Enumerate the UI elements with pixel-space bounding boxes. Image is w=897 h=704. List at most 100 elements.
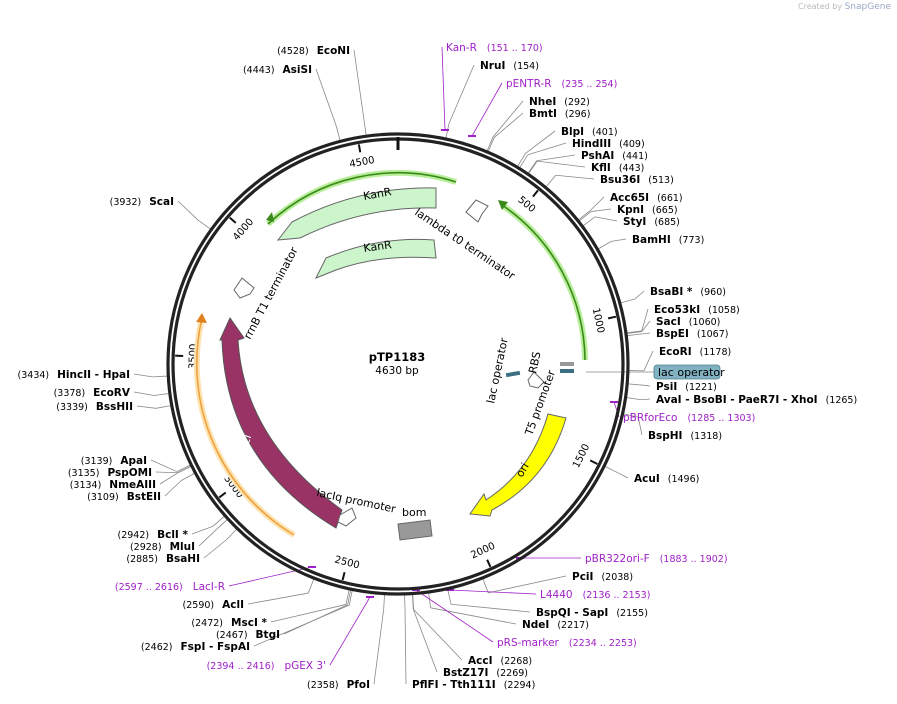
enzyme-label[interactable]: (2885)BsaHI: [126, 553, 200, 565]
primer-label[interactable]: pRS-marker(2234 .. 2253): [497, 637, 637, 649]
enzyme-label[interactable]: NheI(292): [529, 96, 590, 108]
enzyme-label[interactable]: (2467)BtgI: [216, 629, 280, 641]
primer-label[interactable]: Kan-R(151 .. 170): [446, 42, 543, 54]
enzyme-label[interactable]: AvaI - BsoBI - PaeR7I - XhoI(1265): [656, 394, 857, 406]
enzyme-leader-line: [412, 609, 438, 673]
tick-mark: [486, 559, 492, 568]
tick-mark: [532, 189, 539, 198]
enzyme-name: BsaHI: [166, 553, 200, 565]
enzyme-label[interactable]: HindIII(409): [572, 138, 645, 150]
enzyme-label[interactable]: BstZ17I(2269): [443, 667, 528, 679]
enzyme-tick: [623, 413, 639, 418]
enzyme-tick: [383, 594, 385, 610]
enzyme-label[interactable]: PshAI(441): [581, 150, 648, 162]
enzyme-position: (960): [700, 287, 726, 298]
enzyme-label[interactable]: AccI(2268): [468, 655, 532, 667]
enzyme-label[interactable]: (3134)NmeAIII: [70, 479, 156, 491]
enzyme-label[interactable]: (4528)EcoNI: [277, 45, 350, 57]
primer-label[interactable]: L4440(2136 .. 2153): [540, 589, 650, 601]
primer-position: (235 .. 254): [562, 79, 618, 90]
lambda-t0-terminator-shape: [465, 199, 489, 223]
enzyme-label[interactable]: (3378)EcoRV: [54, 387, 131, 399]
enzyme-leader-line: [177, 200, 199, 221]
enzyme-label[interactable]: (3339)BssHII: [56, 401, 133, 413]
enzyme-position: (1178): [700, 347, 732, 358]
watermark-text: Created by: [798, 2, 843, 11]
enzyme-label[interactable]: (2462)FspI - FspAI: [141, 641, 250, 653]
enzyme-label[interactable]: (3932)ScaI: [110, 196, 174, 208]
enzyme-label[interactable]: NruI(154): [480, 60, 539, 72]
enzyme-label[interactable]: BspQI - SapI(2155): [536, 607, 648, 619]
primer-name: L4440: [540, 589, 573, 601]
kanr-inner-arrow: [314, 238, 437, 279]
tick-label: 2000: [469, 541, 497, 562]
enzyme-name: MluI: [170, 541, 195, 553]
enzyme-label[interactable]: (3109)BstEII: [87, 491, 161, 503]
enzyme-label[interactable]: BmtI(296): [529, 108, 590, 120]
enzyme-leader-line: [493, 112, 524, 138]
enzyme-label[interactable]: (2358)PfoI: [307, 679, 370, 691]
enzyme-label[interactable]: Acc65I(661): [610, 192, 683, 204]
enzyme-label[interactable]: Eco53kI(1058): [654, 304, 740, 316]
primer-label[interactable]: pBRforEco(1285 .. 1303): [623, 412, 755, 424]
plasmid-length: 4630 bp: [375, 365, 419, 377]
enzyme-label[interactable]: (2942)BclI *: [118, 529, 189, 541]
enzyme-label[interactable]: BlpI (401): [561, 126, 618, 138]
primer-label[interactable]: pBR322ori-F(1883 .. 1902): [585, 553, 728, 565]
enzyme-label[interactable]: NdeI(2217): [522, 619, 589, 631]
enzyme-position: (4528): [277, 46, 309, 57]
enzyme-label[interactable]: (2590)AclI: [183, 599, 244, 611]
enzyme-label[interactable]: StyI(685): [623, 216, 680, 228]
enzyme-label[interactable]: BsaBI *(960): [650, 286, 726, 298]
enzyme-tick: [307, 578, 315, 594]
enzyme-name: BlpI: [561, 126, 584, 138]
enzyme-tick: [627, 333, 643, 337]
enzyme-leader-line: [198, 529, 217, 547]
enzyme-leader-line: [611, 238, 627, 242]
kanr-highlight-head: [266, 212, 274, 222]
enzyme-label[interactable]: SacI(1060): [656, 316, 720, 328]
enzyme-label[interactable]: AcuI(1496): [634, 473, 699, 485]
enzyme-label[interactable]: BspEI(1067): [656, 328, 728, 340]
enzyme-label[interactable]: BspHI(1318): [648, 430, 722, 442]
enzyme-leader-line: [595, 216, 618, 222]
enzyme-name: AsiSI: [283, 64, 312, 76]
enzyme-position: (2942): [118, 530, 150, 541]
enzyme-position: (401): [592, 127, 618, 138]
enzyme-tick: [447, 589, 452, 605]
enzyme-label[interactable]: PflFI - Tth111I(2294): [412, 679, 535, 691]
primer-position: (2394 .. 2416): [207, 661, 275, 672]
inner-lac-operator-site: [505, 370, 521, 378]
enzyme-label[interactable]: Bsu36I(513): [600, 174, 674, 186]
enzyme-label[interactable]: EcoRI(1178): [659, 346, 731, 358]
primer-leader-line: [449, 589, 537, 595]
enzyme-label[interactable]: PciI(2038): [572, 571, 633, 583]
primer-label[interactable]: (2394 .. 2416)pGEX 3': [207, 660, 326, 672]
enzyme-position: (3378): [54, 388, 86, 399]
enzyme-label[interactable]: (3139)ApaI: [81, 455, 147, 467]
ori-label: ori: [513, 461, 531, 480]
enzyme-label[interactable]: (2472)MscI *: [191, 617, 267, 629]
enzyme-label[interactable]: PsiI(1221): [656, 381, 717, 393]
enzyme-label[interactable]: (3434)HincII - HpaI: [18, 369, 130, 381]
primer-position: (2234 .. 2253): [569, 638, 637, 649]
kanr-inner-label: KanR: [363, 238, 393, 255]
enzyme-label[interactable]: KflI(443): [591, 162, 644, 174]
kanr-highlight: [267, 172, 457, 225]
enzyme-label[interactable]: (3135)PspOMI: [68, 467, 152, 479]
enzyme-leader-line: [353, 49, 365, 121]
enzyme-label[interactable]: BamHI(773): [632, 234, 704, 246]
enzyme-leader-line: [448, 64, 475, 124]
enzyme-label[interactable]: (2928)MluI: [130, 541, 195, 553]
lac-operator-callout: [653, 364, 721, 380]
primer-position: (1285 .. 1303): [687, 413, 755, 424]
enzyme-label[interactable]: (4443)AsiSI: [243, 64, 312, 76]
enzyme-name: HincII - HpaI: [57, 369, 130, 381]
enzyme-name: BssHII: [96, 401, 133, 413]
enzyme-label[interactable]: KpnI(665): [617, 204, 678, 216]
primer-label[interactable]: (2597 .. 2616)LacI-R: [115, 581, 225, 593]
enzyme-position: (661): [657, 193, 683, 204]
primer-label[interactable]: pENTR-R(235 .. 254): [506, 78, 617, 90]
enzyme-position: (685): [654, 217, 680, 228]
